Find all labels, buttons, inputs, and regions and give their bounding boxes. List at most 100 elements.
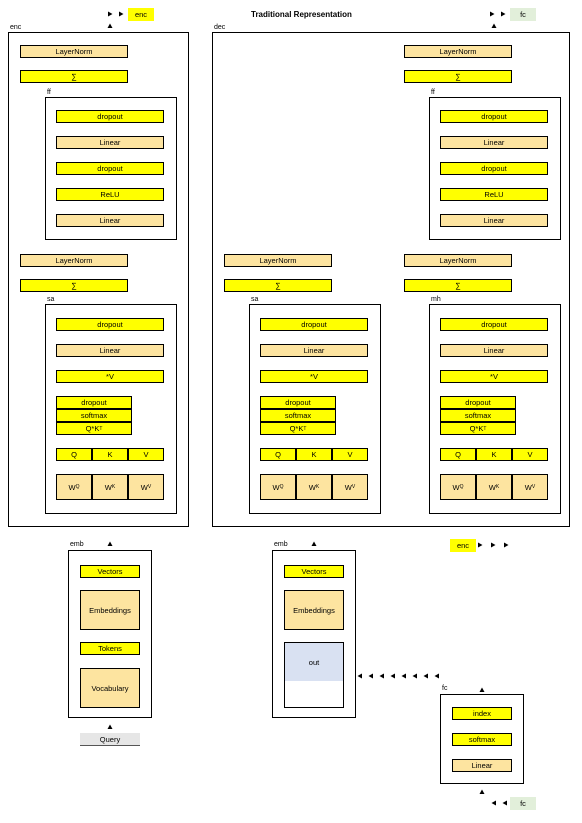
w-sub: K bbox=[111, 484, 116, 490]
enc-emb-vectors: Vectors bbox=[80, 565, 140, 578]
w-sub: V bbox=[147, 484, 152, 490]
enc-input-arrow bbox=[491, 542, 496, 548]
dec-ff-dropout-2: dropout bbox=[440, 110, 548, 123]
dec-mh-linear: Linear bbox=[440, 344, 548, 357]
dec-sa-q: Q bbox=[260, 448, 296, 461]
enc-sum-top: ∑ bbox=[20, 70, 128, 83]
enc-ff-linear-2: Linear bbox=[56, 136, 164, 149]
enc-main-arrow bbox=[107, 23, 113, 28]
dec-mh-sum: ∑ bbox=[404, 279, 512, 292]
enc-input-arrow bbox=[504, 542, 509, 548]
enc-sa-v: V bbox=[128, 448, 164, 461]
dec-mh-dropout: dropout bbox=[440, 318, 548, 331]
enc-sa-linear: Linear bbox=[56, 344, 164, 357]
fc-arrow bbox=[479, 789, 485, 794]
enc-ff-label: ff bbox=[47, 89, 51, 96]
enc-ff-linear-1: Linear bbox=[56, 214, 164, 227]
dec-ff-linear-1: Linear bbox=[440, 214, 548, 227]
dec-mh-attn-dropout: dropout bbox=[440, 396, 516, 409]
dec-sa-linear: Linear bbox=[260, 344, 368, 357]
dec-sa-label: sa bbox=[251, 296, 259, 303]
w-text: W bbox=[68, 482, 76, 492]
query-input: Query bbox=[80, 733, 140, 746]
enc-emb-tokens: Tokens bbox=[80, 642, 140, 655]
w-sub: V bbox=[531, 484, 536, 490]
enc-sa-softmax: softmax bbox=[56, 409, 132, 422]
enc-out-arrow bbox=[119, 11, 124, 17]
dec-sa-times-v: *V bbox=[260, 370, 368, 383]
enc-emb-label: emb bbox=[70, 541, 84, 548]
dec-ff-relu: ReLU bbox=[440, 188, 548, 201]
w-sub: K bbox=[495, 484, 500, 490]
qk-text: Q*K bbox=[289, 424, 304, 433]
out-feedback-arrow bbox=[423, 673, 428, 679]
enc-emb-vocabulary: Vocabulary bbox=[80, 668, 140, 708]
dec-mh-label: mh bbox=[431, 296, 441, 303]
fc-in-arrow bbox=[491, 800, 496, 806]
w-sub: V bbox=[351, 484, 356, 490]
fc-index: index bbox=[452, 707, 512, 720]
enc-emb-embeddings: Embeddings bbox=[80, 590, 140, 630]
enc-out-arrow bbox=[108, 11, 113, 17]
dec-sa-dropout: dropout bbox=[260, 318, 368, 331]
enc-sa-dropout: dropout bbox=[56, 318, 164, 331]
enc-layernorm-bottom: LayerNorm bbox=[20, 254, 128, 267]
dec-sa-k: K bbox=[296, 448, 332, 461]
dec-sa-sum: ∑ bbox=[224, 279, 332, 292]
dec-sa-softmax: softmax bbox=[260, 409, 336, 422]
dec-ff-linear-2: Linear bbox=[440, 136, 548, 149]
emb-arrow bbox=[107, 724, 113, 729]
fc-softmax: softmax bbox=[452, 733, 512, 746]
w-text: W bbox=[140, 482, 148, 492]
qk-text: Q*K bbox=[469, 424, 484, 433]
dec-emb-embeddings: Embeddings bbox=[284, 590, 344, 630]
enc-ff-relu: ReLU bbox=[56, 188, 164, 201]
decoder-label: dec bbox=[214, 24, 226, 31]
fc-in-arrow bbox=[502, 800, 507, 806]
out-feedback-arrow bbox=[412, 673, 417, 679]
out-block: out bbox=[284, 642, 344, 708]
enc-sa-times-v: *V bbox=[56, 370, 164, 383]
qk-text: Q*K bbox=[85, 424, 100, 433]
w-sub: Q bbox=[279, 484, 284, 490]
out-feedback-arrow bbox=[401, 673, 406, 679]
enc-ff-dropout-1: dropout bbox=[56, 162, 164, 175]
fc-input-tag: fc bbox=[510, 797, 536, 810]
fc-linear: Linear bbox=[452, 759, 512, 772]
dec-mh-k: K bbox=[476, 448, 512, 461]
out-label: out bbox=[285, 643, 343, 681]
w-sub: Q bbox=[459, 484, 464, 490]
enc-layernorm-top: LayerNorm bbox=[20, 45, 128, 58]
dec-mh-softmax: softmax bbox=[440, 409, 516, 422]
qk-transpose: T bbox=[303, 425, 307, 432]
w-text: W bbox=[488, 482, 496, 492]
w-text: W bbox=[308, 482, 316, 492]
enc-sa-label: sa bbox=[47, 296, 55, 303]
qk-transpose: T bbox=[483, 425, 487, 432]
dec-ff-dropout-1: dropout bbox=[440, 162, 548, 175]
fc-label: fc bbox=[442, 685, 448, 692]
fc-out-arrow bbox=[490, 11, 495, 17]
w-text: W bbox=[344, 482, 352, 492]
w-text: W bbox=[452, 482, 460, 492]
qk-transpose: T bbox=[99, 425, 103, 432]
out-feedback-arrow bbox=[434, 673, 439, 679]
dec-emb-label: emb bbox=[274, 541, 288, 548]
dec-sum-top: ∑ bbox=[404, 70, 512, 83]
dec-ff-label: ff bbox=[431, 89, 435, 96]
dec-sa-layernorm: LayerNorm bbox=[224, 254, 332, 267]
out-feedback-arrow bbox=[390, 673, 395, 679]
encoder-label: enc bbox=[10, 24, 22, 31]
enc-sa-attn-dropout: dropout bbox=[56, 396, 132, 409]
out-feedback-arrow bbox=[357, 673, 362, 679]
